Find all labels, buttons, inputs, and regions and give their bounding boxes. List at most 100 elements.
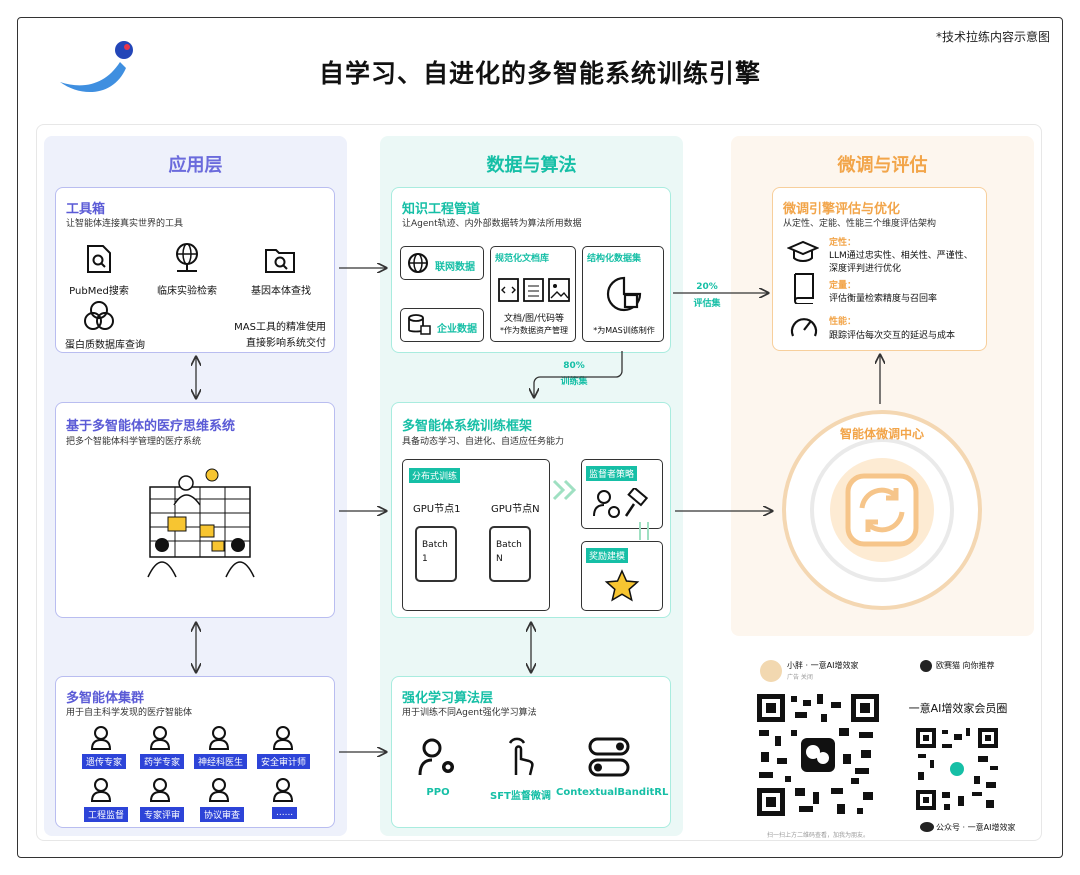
user-icon <box>272 778 294 802</box>
performance-desc: 跟踪评估每次交互的延迟与成本 <box>829 331 956 341</box>
team-collaboration-illustration <box>147 468 255 578</box>
batch-label: Batch <box>422 540 448 550</box>
eval-desc: 从定性、定能、性能三个维度评估架构 <box>783 219 937 229</box>
algo-bandit: ContextualBanditRL <box>556 787 669 798</box>
batch-card-1: Batch 1 <box>415 526 457 582</box>
user-icon <box>90 778 112 802</box>
double-chevron-icon <box>552 479 577 501</box>
reward-card: 奖励建模 <box>581 541 663 611</box>
agent-tag: 安全审计师 <box>257 754 311 769</box>
struct-title: 结构化数据集 <box>587 254 642 264</box>
training-framework-box: 多智能体系统训练框架 具备动态学习、自进化、自适应任务能力 分布式训练 GPU节… <box>391 402 671 618</box>
supervisor-title: 监督者策略 <box>586 466 638 481</box>
toolbox-box: 工具箱 让智能体连接真实世界的工具 PubMed搜索 临床实验检索 基因本体查找… <box>55 187 335 353</box>
rl-title: 强化学习算法层 <box>402 691 494 706</box>
docs-label: 文档/图/代码等 <box>503 314 565 324</box>
outer-frame <box>17 17 1063 858</box>
batch-number: N <box>496 554 503 564</box>
diagram-area <box>36 124 1042 841</box>
gpu-node-n: GPU节点N <box>491 504 540 515</box>
touch-gesture-icon <box>508 737 534 776</box>
user-icon <box>90 726 112 750</box>
cluster-desc: 用于自主科学发现的医疗智能体 <box>66 708 193 718</box>
batch-label: Batch <box>496 540 522 550</box>
toolbox-note-1: MAS工具的精准使用 <box>234 322 326 333</box>
reward-title: 奖励建模 <box>586 548 629 563</box>
distributed-training-card: 分布式训练 GPU节点1 GPU节点N Batch 1 Batch N <box>402 459 550 611</box>
user-icon <box>208 778 230 802</box>
medical-system-box: 基于多智能体的医疗思维系统 把多个智能体科学管理的医疗系统 <box>55 402 335 618</box>
rl-desc: 用于训练不同Agent强化学习算法 <box>402 708 537 718</box>
qr-code-member[interactable] <box>914 726 1000 812</box>
qr-code-wechat[interactable] <box>755 692 881 818</box>
logo-icon <box>60 41 133 93</box>
folder-search-icon <box>265 249 295 273</box>
toolbox-note-2: 直接影响系统交付 <box>246 338 326 349</box>
promo-user: 小胖 · 一意AI增效家 <box>787 661 859 670</box>
database-lock-icon <box>408 314 431 335</box>
pipeline-title: 知识工程管道 <box>402 202 481 217</box>
batch-number: 1 <box>422 554 428 564</box>
web-data-card: 联网数据 <box>400 246 484 280</box>
user-settings-icon <box>418 738 454 776</box>
enterprise-data-label: 企业数据 <box>437 324 477 335</box>
promo-ad: 广告 关闭 <box>787 674 813 681</box>
agent-tag: 协议审查 <box>200 807 245 822</box>
user-icon <box>272 726 294 750</box>
column-heading-eval: 微调与评估 <box>837 155 928 176</box>
column-heading-app: 应用层 <box>168 155 223 176</box>
algo-ppo: PPO <box>426 787 450 798</box>
qr-caption: 扫一扫上方二维码查看，加我为朋友。 <box>766 832 869 839</box>
web-data-label: 联网数据 <box>435 262 475 273</box>
algo-sft: SFT监督微调 <box>490 791 551 802</box>
medical-desc: 把多个智能体科学管理的医疗系统 <box>66 437 202 447</box>
star-icon <box>604 569 640 602</box>
eval-title: 微调引擎评估与优化 <box>783 202 901 217</box>
globe-icon <box>408 253 428 273</box>
framework-title: 多智能体系统训练框架 <box>402 419 533 434</box>
gpu-node-1: GPU节点1 <box>413 504 461 515</box>
qualitative-desc-2: 深度评判进行优化 <box>829 264 902 274</box>
wechat-icon <box>920 822 934 832</box>
pipeline-box: 知识工程管道 让Agent轨迹、内外部数据转为算法所用数据 联网数据 企业数据 … <box>391 187 671 353</box>
user-icon <box>149 726 171 750</box>
quantitative-label: 定量： <box>829 281 857 291</box>
batch-card-n: Batch N <box>489 526 531 582</box>
page-title: 自学习、自进化的多智能系统训练引擎 <box>318 59 761 88</box>
qualitative-label: 定性： <box>829 238 857 248</box>
tool-pubmed: PubMed搜索 <box>69 286 129 297</box>
struct-note: *为MAS训练制作 <box>593 326 655 335</box>
rl-layer-box: 强化学习算法层 用于训练不同Agent强化学习算法 PPO SFT监督微调 Co… <box>391 676 671 828</box>
protein-circles-icon <box>84 301 114 330</box>
document-types-icon <box>498 278 570 302</box>
docs-title: 规范化文档库 <box>495 254 550 264</box>
train-split-pct: 80% <box>563 361 585 371</box>
eval-box: 微调引擎评估与优化 从定性、定能、性能三个维度评估架构 定性： LLM通过忠实性… <box>772 187 987 351</box>
finetune-hub-rings <box>782 410 982 610</box>
pipeline-desc: 让Agent轨迹、内外部数据转为算法所用数据 <box>402 219 582 229</box>
avatar <box>760 660 782 682</box>
speedometer-icon <box>790 318 818 337</box>
document-search-icon <box>87 245 111 273</box>
performance-label: 性能： <box>829 317 857 327</box>
toggle-switches-icon <box>588 737 630 777</box>
column-heading-data: 数据与算法 <box>486 155 577 176</box>
agent-tag: 药学专家 <box>140 754 185 769</box>
pie-dataset-icon <box>606 276 642 312</box>
finetune-hub-label: 智能体微调中心 <box>839 427 924 441</box>
framework-desc: 具备动态学习、自进化、自适应任务能力 <box>402 437 565 447</box>
qualitative-desc-1: LLM通过忠实性、相关性、严谨性、 <box>829 251 973 261</box>
globe-network-icon <box>176 243 198 272</box>
quantitative-desc: 评估衡量检索精度与召回率 <box>829 294 938 304</box>
toolbox-desc: 让智能体连接真实世界的工具 <box>66 219 184 229</box>
tool-gene: 基因本体查找 <box>251 286 311 297</box>
tool-protein: 蛋白质数据库查询 <box>65 340 145 351</box>
supervisor-gavel-icon <box>593 488 649 518</box>
book-icon <box>794 273 814 304</box>
structured-dataset-card: 结构化数据集 *为MAS训练制作 <box>582 246 664 342</box>
tool-clinical: 临床实验检索 <box>157 286 217 297</box>
train-split-label: 训练集 <box>560 377 588 387</box>
agent-tag: ...... <box>272 807 298 819</box>
agent-tag: 工程监督 <box>84 807 129 822</box>
